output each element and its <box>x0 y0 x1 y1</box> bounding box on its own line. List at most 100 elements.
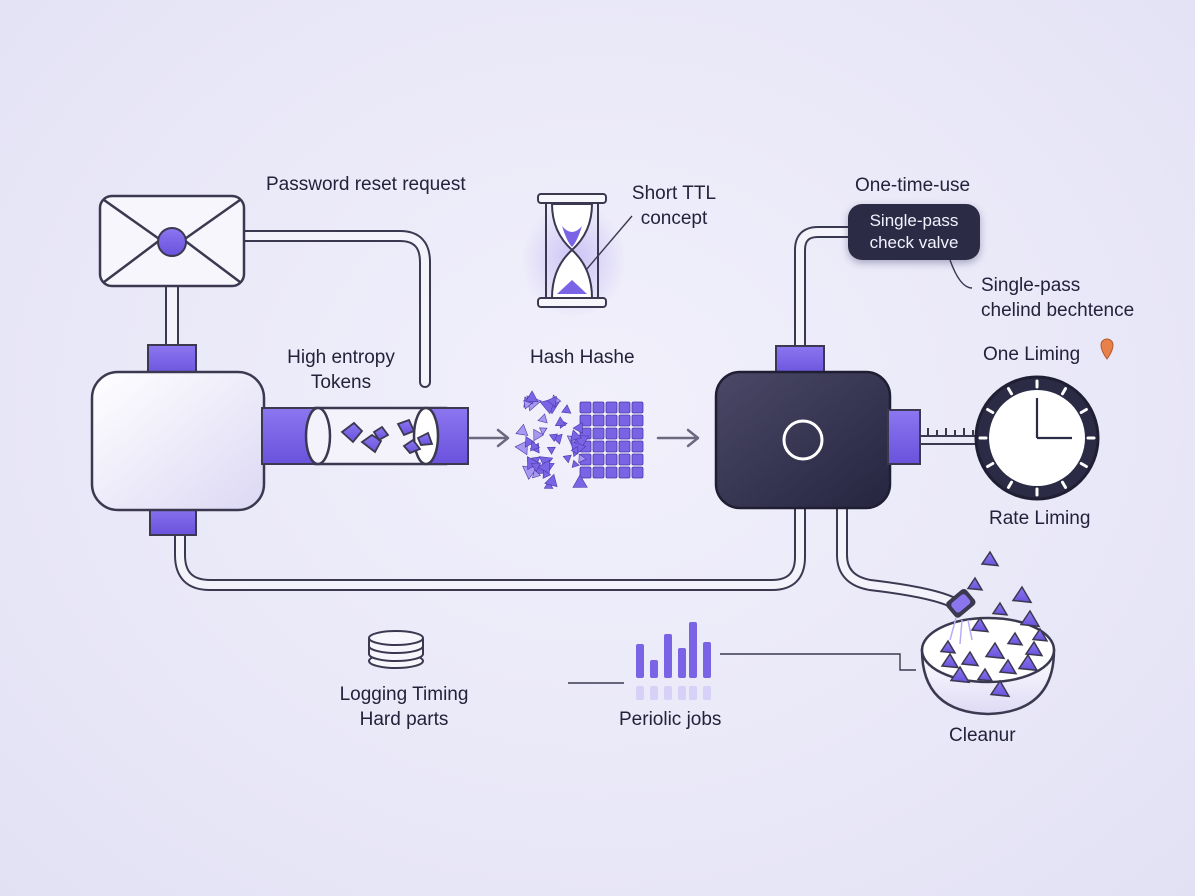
pipes <box>165 226 958 608</box>
bowl-particle <box>1017 653 1039 672</box>
valve-ring-icon <box>782 419 824 461</box>
dial-tick <box>986 462 995 468</box>
label-one-liming: One Liming <box>983 344 1081 365</box>
hash-fragment <box>570 440 587 458</box>
token-tube <box>304 406 469 466</box>
bowl-particle <box>991 601 1009 616</box>
bar-chart-reflection <box>678 686 686 700</box>
hash-fragment <box>554 416 567 427</box>
bar-chart-reflection <box>689 686 697 700</box>
bowl-particle <box>1024 640 1044 657</box>
check-valve-pill: Single-pass check valve <box>848 204 980 260</box>
bar-chart-bar <box>650 660 658 678</box>
bowl-particle <box>1011 585 1033 604</box>
label-high-entropy-line2: Tokens <box>310 372 372 393</box>
hash-cell <box>631 453 644 466</box>
hash-fragment <box>578 453 587 464</box>
label-logging-line2: Hard parts <box>359 709 449 730</box>
label-high-entropy-line1: High entropy <box>287 347 395 368</box>
validator-box <box>714 345 921 510</box>
hash-fragment <box>533 428 545 442</box>
bar-chart-reflection <box>636 686 644 700</box>
label-single-pass-line2: chelind bechtence <box>981 300 1135 321</box>
bowl-particle <box>984 641 1006 660</box>
bowl-particle <box>980 550 1000 567</box>
hash-cell <box>618 440 631 453</box>
bowl-particle <box>989 679 1011 698</box>
label-short-ttl: Short TTL concept <box>624 181 724 231</box>
hash-fragment <box>548 433 558 443</box>
bowl-particle <box>960 650 980 667</box>
dial-tick <box>1061 387 1067 396</box>
label-single-pass: Single-pass chelind bechtence <box>981 273 1134 323</box>
bowl-particle <box>998 658 1018 675</box>
label-periodic-jobs: Periolic jobs <box>619 709 722 730</box>
hash-fragment <box>562 454 572 464</box>
label-short-ttl-line1: Short TTL <box>631 183 717 204</box>
hourglass-icon <box>522 193 633 318</box>
dial-tick <box>986 408 995 414</box>
bar-chart-bar <box>664 634 672 678</box>
dial-tick <box>1061 480 1067 489</box>
label-logging-line1: Logging Timing <box>339 684 469 705</box>
hash-fragment <box>530 440 541 452</box>
hash-fragment <box>546 446 556 455</box>
bar-chart-reflection <box>650 686 658 700</box>
hash-fragment <box>572 474 588 488</box>
pipe-box-to-valve <box>794 226 856 354</box>
hash-fragment <box>523 400 533 410</box>
hash-fragment <box>539 427 548 436</box>
hash-fragment <box>544 473 558 488</box>
hash-cell <box>631 414 644 427</box>
arrow-tokens-to-hash <box>468 428 510 448</box>
hash-fragment <box>525 390 539 403</box>
timer-dial-icon <box>974 375 1100 501</box>
hash-cell <box>592 427 605 440</box>
dial-tick <box>1007 480 1013 489</box>
bowl-particle <box>949 665 971 684</box>
bar-chart-bar <box>689 622 697 678</box>
hash-cell <box>605 453 618 466</box>
bowl-particle <box>940 652 960 669</box>
bowl-icon <box>920 550 1056 716</box>
label-rate-liming: Rate Liming <box>989 508 1091 529</box>
label-single-pass-line1: Single-pass <box>981 275 1081 296</box>
label-cleanup: Cleanur <box>949 725 1016 746</box>
hash-fragment <box>515 423 529 436</box>
bar-chart-bar <box>703 642 711 678</box>
bowl-particle <box>976 667 994 682</box>
bar-chart-bar <box>678 648 686 678</box>
label-one-time-use: One-time-use <box>855 175 971 196</box>
hash-grid <box>514 390 644 489</box>
hash-cell <box>618 414 631 427</box>
check-valve-line1: Single-pass <box>869 211 959 230</box>
bowl-particle <box>966 576 984 591</box>
label-password-reset-request: Password reset request <box>266 174 466 195</box>
hash-cell <box>605 414 618 427</box>
bowl-particle <box>939 639 957 654</box>
hash-cell <box>618 453 631 466</box>
hash-cell <box>605 401 618 414</box>
bowl-particle <box>1031 627 1049 642</box>
bar-chart-icon <box>636 622 711 700</box>
bowl-particle <box>1019 609 1041 628</box>
envelope-icon <box>98 194 246 288</box>
hash-fragment <box>524 435 536 448</box>
hash-cell <box>592 466 605 479</box>
bar-chart-reflection <box>664 686 672 700</box>
bowl-particle <box>970 616 990 633</box>
hash-fragment <box>531 469 542 479</box>
arrow-hash-to-box <box>656 428 700 448</box>
location-pin-icon <box>1100 338 1114 360</box>
leader-check-valve <box>949 259 973 289</box>
pipe-return-bottom <box>174 500 806 591</box>
hash-fragment <box>570 429 583 442</box>
hash-fragment <box>530 462 542 473</box>
label-logging: Logging Timing Hard parts <box>328 682 480 732</box>
bowl-particle <box>1006 631 1024 646</box>
hash-cell <box>631 401 644 414</box>
token-generator-box <box>90 344 315 536</box>
hash-fragment <box>570 445 579 455</box>
hash-fragment <box>546 396 557 408</box>
